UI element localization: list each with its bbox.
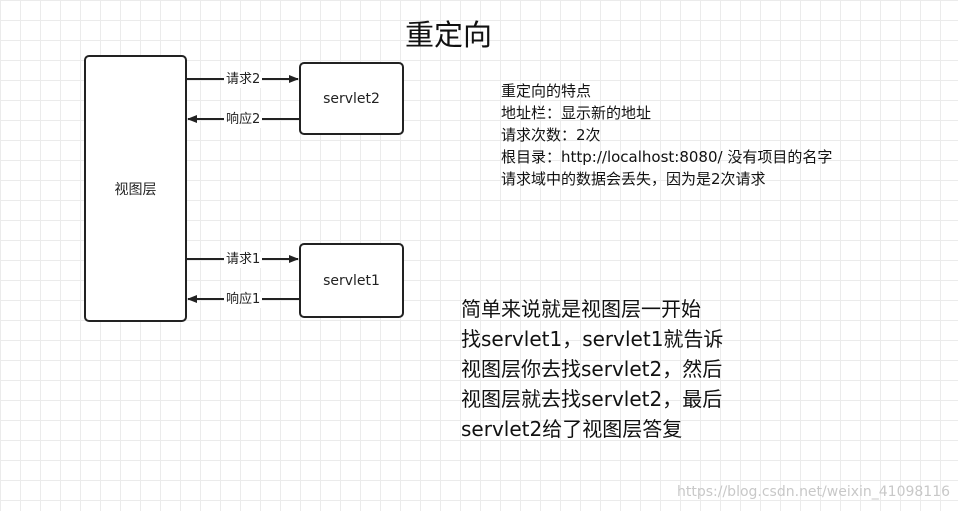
servlet2-label: servlet2: [323, 90, 380, 107]
notes-line: 请求域中的数据会丢失，因为是2次请求: [501, 170, 766, 188]
summary-line: 简单来说就是视图层一开始: [461, 297, 701, 321]
request2-label: 请求2: [224, 72, 263, 88]
redirect-notes: 重定向的特点 地址栏：显示新的地址 请求次数：2次 根目录：http://loc…: [501, 80, 832, 190]
request1-label: 请求1: [224, 252, 263, 268]
response1-label: 响应1: [224, 292, 263, 308]
view-layer-label: 视图层: [114, 181, 157, 198]
notes-line: 请求次数：2次: [501, 126, 601, 144]
summary-text: 简单来说就是视图层一开始 找servlet1，servlet1就告诉 视图层你去…: [461, 294, 723, 444]
response2-label: 响应2: [224, 112, 263, 128]
notes-line: 地址栏：显示新的地址: [501, 104, 652, 122]
diagram-title: 重定向: [405, 18, 493, 52]
watermark: https://blog.csdn.net/weixin_41098116: [677, 484, 951, 500]
notes-line: 根目录：http://localhost:8080/ 没有项目的名字: [501, 148, 833, 166]
summary-line: 视图层你去找servlet2，然后: [461, 357, 723, 381]
summary-line: 视图层就去找servlet2，最后: [461, 387, 723, 411]
servlet1-label: servlet1: [323, 272, 380, 289]
servlet2-box: servlet2: [299, 62, 404, 135]
view-layer-box: 视图层: [84, 55, 187, 322]
notes-heading: 重定向的特点: [501, 82, 592, 100]
summary-line: 找servlet1，servlet1就告诉: [461, 327, 724, 351]
servlet1-box: servlet1: [299, 243, 404, 318]
summary-line: servlet2给了视图层答复: [461, 417, 683, 441]
